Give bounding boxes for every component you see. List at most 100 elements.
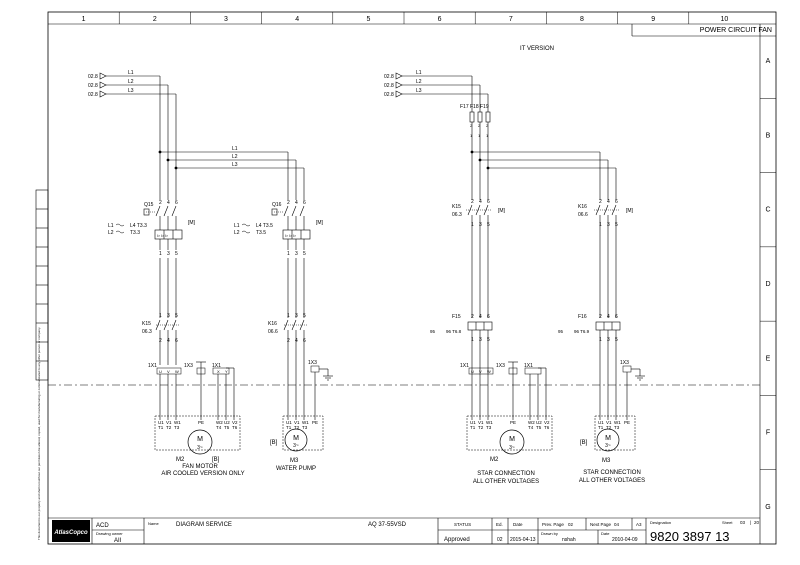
svg-text:T5: T5 — [224, 425, 230, 430]
svg-text:T2: T2 — [478, 425, 484, 430]
svg-text:06.6: 06.6 — [268, 329, 278, 335]
svg-text:Sheet: Sheet — [722, 520, 733, 525]
svg-text:Y: Y — [225, 369, 228, 374]
svg-text:T3.5: T3.5 — [256, 230, 266, 236]
dept: ACD — [96, 523, 109, 529]
svg-text:W2: W2 — [216, 420, 223, 425]
svg-text:T1: T1 — [286, 425, 292, 430]
designation: 9820 3897 13 — [650, 529, 730, 544]
svg-text:M: M — [197, 436, 203, 443]
svg-text:PE: PE — [510, 420, 516, 425]
svg-text:4: 4 — [295, 200, 298, 206]
svg-text:W2: W2 — [528, 420, 535, 425]
svg-text:V1: V1 — [166, 420, 172, 425]
svg-text:5: 5 — [615, 222, 618, 228]
svg-text:02.8: 02.8 — [384, 92, 394, 98]
svg-text:F17: F17 — [460, 104, 469, 110]
row-label: A — [766, 58, 771, 65]
svg-text:5: 5 — [175, 313, 178, 319]
svg-text:1: 1 — [159, 313, 162, 319]
mid-bus — [160, 151, 305, 200]
svg-text:06.3: 06.3 — [452, 212, 462, 218]
svg-text:AIR COOLED VERSION ONLY: AIR COOLED VERSION ONLY — [161, 471, 244, 477]
svg-text:5: 5 — [175, 251, 178, 257]
svg-text:WATER PUMP: WATER PUMP — [276, 466, 316, 472]
svg-text:T2: T2 — [294, 425, 300, 430]
svg-text:T1: T1 — [158, 425, 164, 430]
svg-text:1X1: 1X1 — [524, 363, 533, 369]
svg-text:X: X — [217, 369, 220, 374]
svg-text:W: W — [487, 369, 491, 374]
svg-text:6: 6 — [487, 314, 490, 320]
svg-text:4: 4 — [479, 199, 482, 205]
drawn-by: nshah — [562, 537, 576, 543]
svg-text:1X1: 1X1 — [212, 363, 221, 369]
svg-text:3~: 3~ — [509, 445, 515, 451]
sheet-total: 20 — [754, 520, 760, 525]
svg-text:1: 1 — [287, 251, 290, 257]
svg-text:V: V — [167, 369, 170, 374]
contactor-k16-left: K16 06.6 1 3 5 2 4 6 — [268, 313, 308, 420]
row-label: B — [766, 132, 771, 139]
svg-text:Prev. Page: Prev. Page — [542, 522, 564, 527]
overload-f16: F16 2 4 6 95 96 T6.9 1 3 5 — [558, 314, 621, 420]
svg-text:V2: V2 — [544, 420, 550, 425]
drawing-name: DIAGRAM SERVICE — [176, 522, 232, 528]
svg-text:6: 6 — [615, 199, 618, 205]
svg-text:U: U — [471, 369, 474, 374]
svg-text:I> I> I>: I> I> I> — [157, 234, 168, 238]
svg-text:T2: T2 — [166, 425, 172, 430]
svg-text:1: 1 — [471, 337, 474, 343]
svg-text:PE: PE — [624, 420, 630, 425]
svg-text:K15: K15 — [452, 204, 461, 210]
svg-text:06.6: 06.6 — [578, 212, 588, 218]
svg-text:V2: V2 — [232, 420, 238, 425]
svg-text:5: 5 — [615, 337, 618, 343]
row-label: G — [765, 504, 770, 511]
svg-text:Q15: Q15 — [144, 202, 154, 208]
column-label: 1 — [82, 16, 86, 23]
sheet-title: POWER CIRCUIT FAN — [700, 27, 772, 34]
svg-text:02.8: 02.8 — [384, 74, 394, 80]
date2: 2010-04-09 — [612, 537, 638, 543]
svg-text:Designation: Designation — [650, 520, 671, 525]
svg-text:2: 2 — [599, 314, 602, 320]
svg-text:M: M — [509, 436, 515, 443]
svg-text:1: 1 — [287, 313, 290, 319]
svg-text:02.8: 02.8 — [88, 83, 98, 89]
svg-text:4: 4 — [607, 314, 610, 320]
svg-text:6: 6 — [303, 200, 306, 206]
svg-text:[M]: [M] — [498, 208, 506, 214]
status: Approved — [444, 537, 470, 543]
svg-text:U1: U1 — [158, 420, 164, 425]
breaker-q16: Q16 2 4 6 [M] I> I> I> L1 L4 T3.5 L2 T3.… — [234, 200, 324, 257]
svg-text:L1: L1 — [234, 223, 240, 229]
svg-text:Q16: Q16 — [272, 202, 282, 208]
svg-text:M2: M2 — [490, 457, 499, 463]
row-label: F — [766, 430, 770, 437]
svg-text:V: V — [479, 369, 482, 374]
svg-text:96 T6.9: 96 T6.9 — [574, 329, 590, 334]
svg-text:V1: V1 — [294, 420, 300, 425]
svg-text:1: 1 — [599, 222, 602, 228]
date: 2015-04-13 — [510, 537, 536, 543]
svg-text:Next Page: Next Page — [590, 522, 612, 527]
svg-text:T3.3: T3.3 — [130, 230, 140, 236]
svg-text:L1: L1 — [416, 70, 422, 76]
svg-text:T3: T3 — [486, 425, 492, 430]
svg-text:U1: U1 — [598, 420, 604, 425]
svg-text:M3: M3 — [602, 458, 611, 464]
overload-f15: F15 2 4 6 95 96 T6.8 1 3 5 — [430, 314, 493, 420]
svg-text:U: U — [159, 369, 162, 374]
column-label: 5 — [366, 16, 370, 23]
column-label: 10 — [721, 16, 729, 23]
svg-text:1: 1 — [471, 222, 474, 228]
svg-text:3~: 3~ — [605, 443, 611, 449]
svg-text:1X3: 1X3 — [496, 363, 505, 369]
right-bus — [472, 151, 617, 200]
left-main-conductors — [159, 76, 177, 200]
row-label: C — [765, 207, 770, 214]
border-frame — [47, 11, 777, 545]
svg-text:T4: T4 — [528, 425, 534, 430]
svg-text:L2: L2 — [232, 154, 238, 160]
